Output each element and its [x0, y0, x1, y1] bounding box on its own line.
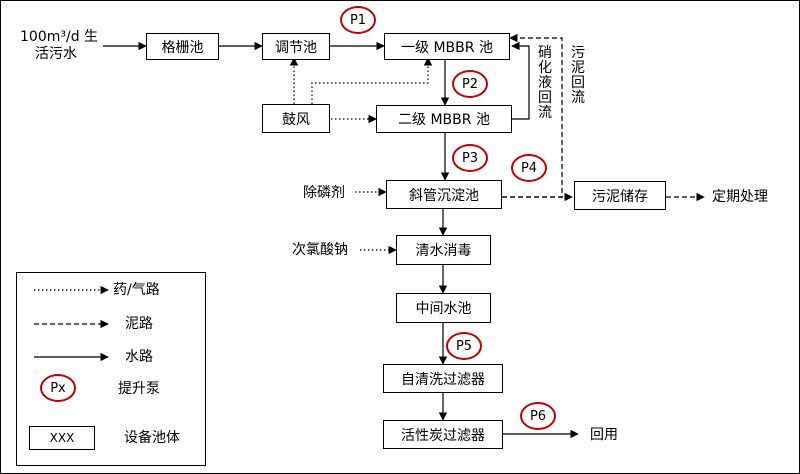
- grid-tank-box: 格栅池: [146, 33, 219, 60]
- mbbr2-tank-box: 二级 MBBR 池: [376, 105, 512, 133]
- legend-symbols: [34, 285, 109, 362]
- activated-carbon-filter-box: 活性炭过滤器: [383, 420, 503, 449]
- reuse-label: 回用: [590, 427, 618, 443]
- self-cleaning-filter-box: 自清洗过滤器: [383, 364, 503, 393]
- hypochlorite-label: 次氯酸钠: [292, 242, 348, 258]
- sludge-return-line: [502, 33, 563, 198]
- input-label-line2: 活污水: [35, 46, 77, 62]
- input-label-line1: 100m³/d 生: [20, 29, 99, 45]
- pump-p5: P5: [446, 332, 482, 360]
- pump-p2: P2: [452, 70, 488, 98]
- nitrate-return-label: 硝化液回流: [538, 45, 552, 121]
- sludge-return-label: 污泥回流: [571, 45, 585, 106]
- legend-panel: [16, 272, 206, 466]
- mbbr1-tank-box: 一级 MBBR 池: [384, 33, 510, 60]
- disinfection-box: 清水消毒: [396, 235, 491, 265]
- legend-pump-symbol: Px: [40, 374, 76, 402]
- sludge-storage-box: 污泥储存: [574, 181, 666, 210]
- intermediate-tank-box: 中间水池: [396, 293, 491, 323]
- regulation-tank-box: 调节池: [262, 33, 330, 60]
- legend-label-water: 水路: [125, 349, 153, 365]
- pump-p4: P4: [511, 154, 547, 182]
- water-path-lines: [103, 41, 579, 439]
- air-blower-to-mbbr1: [311, 57, 433, 104]
- pump-p1: P1: [340, 6, 376, 34]
- agent-air-path-lines: [289, 57, 433, 255]
- regular-disposal-label: 定期处理: [712, 189, 768, 205]
- legend-label-agent-air: 药/气路: [113, 282, 160, 298]
- sludge-path-lines: [502, 33, 705, 202]
- phosphorus-agent-label: 除磷剂: [303, 185, 345, 201]
- legend-label-pump: 提升泵: [118, 381, 160, 397]
- legend-unit-box-symbol: XXX: [29, 426, 95, 450]
- inclined-settler-box: 斜管沉淀池: [386, 180, 502, 209]
- pump-p3: P3: [452, 144, 488, 172]
- blower-box: 鼓风: [262, 104, 330, 133]
- pump-p6: P6: [520, 402, 556, 430]
- nitrate-return-line: [511, 41, 530, 120]
- legend-label-unit: 设备池体: [124, 430, 180, 446]
- legend-label-sludge: 泥路: [125, 316, 153, 332]
